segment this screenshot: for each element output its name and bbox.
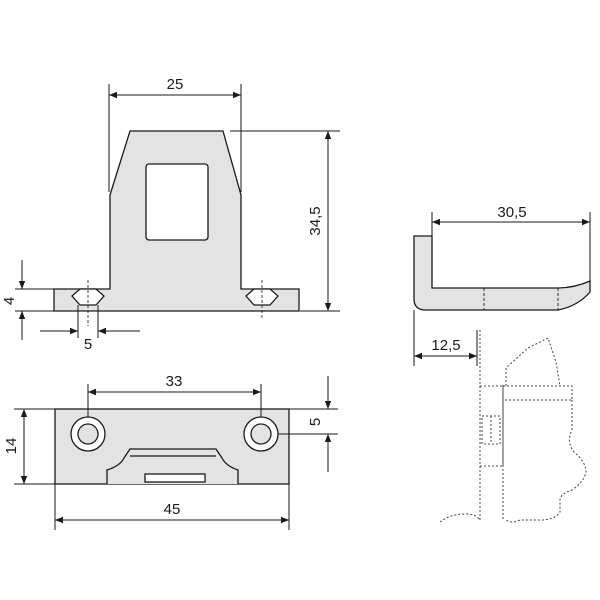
- plan-view-left-hole-inner: [77, 423, 99, 445]
- front-view-window: [145, 163, 209, 241]
- plan-view-right-hole-inner: [250, 423, 272, 445]
- dim-plate-width-45: 45: [164, 501, 181, 518]
- front-view: [53, 130, 300, 312]
- dim-length-30-5: 30,5: [497, 204, 526, 221]
- installation-sketch: [439, 330, 587, 523]
- dim-height-34-5: 34,5: [307, 206, 324, 235]
- dim-base-thickness-4: 4: [1, 297, 18, 305]
- plan-view: [54, 408, 290, 485]
- dim-hole-5: 5: [84, 336, 92, 353]
- plan-view-slot: [144, 473, 206, 483]
- side-view: [413, 235, 591, 311]
- side-view-profile: [413, 235, 591, 311]
- front-view-centerlines: [87, 280, 263, 326]
- dim-hole-offset-5: 5: [307, 418, 324, 426]
- dim-offset-12-5: 12,5: [431, 337, 460, 354]
- dim-hole-spacing-33: 33: [166, 373, 183, 390]
- dim-plate-height-14: 14: [3, 438, 20, 455]
- dim-width-25: 25: [167, 76, 184, 93]
- front-view-dimensions: [15, 84, 340, 340]
- plan-view-dimensions: [14, 376, 338, 530]
- side-view-dimensions: [413, 212, 591, 366]
